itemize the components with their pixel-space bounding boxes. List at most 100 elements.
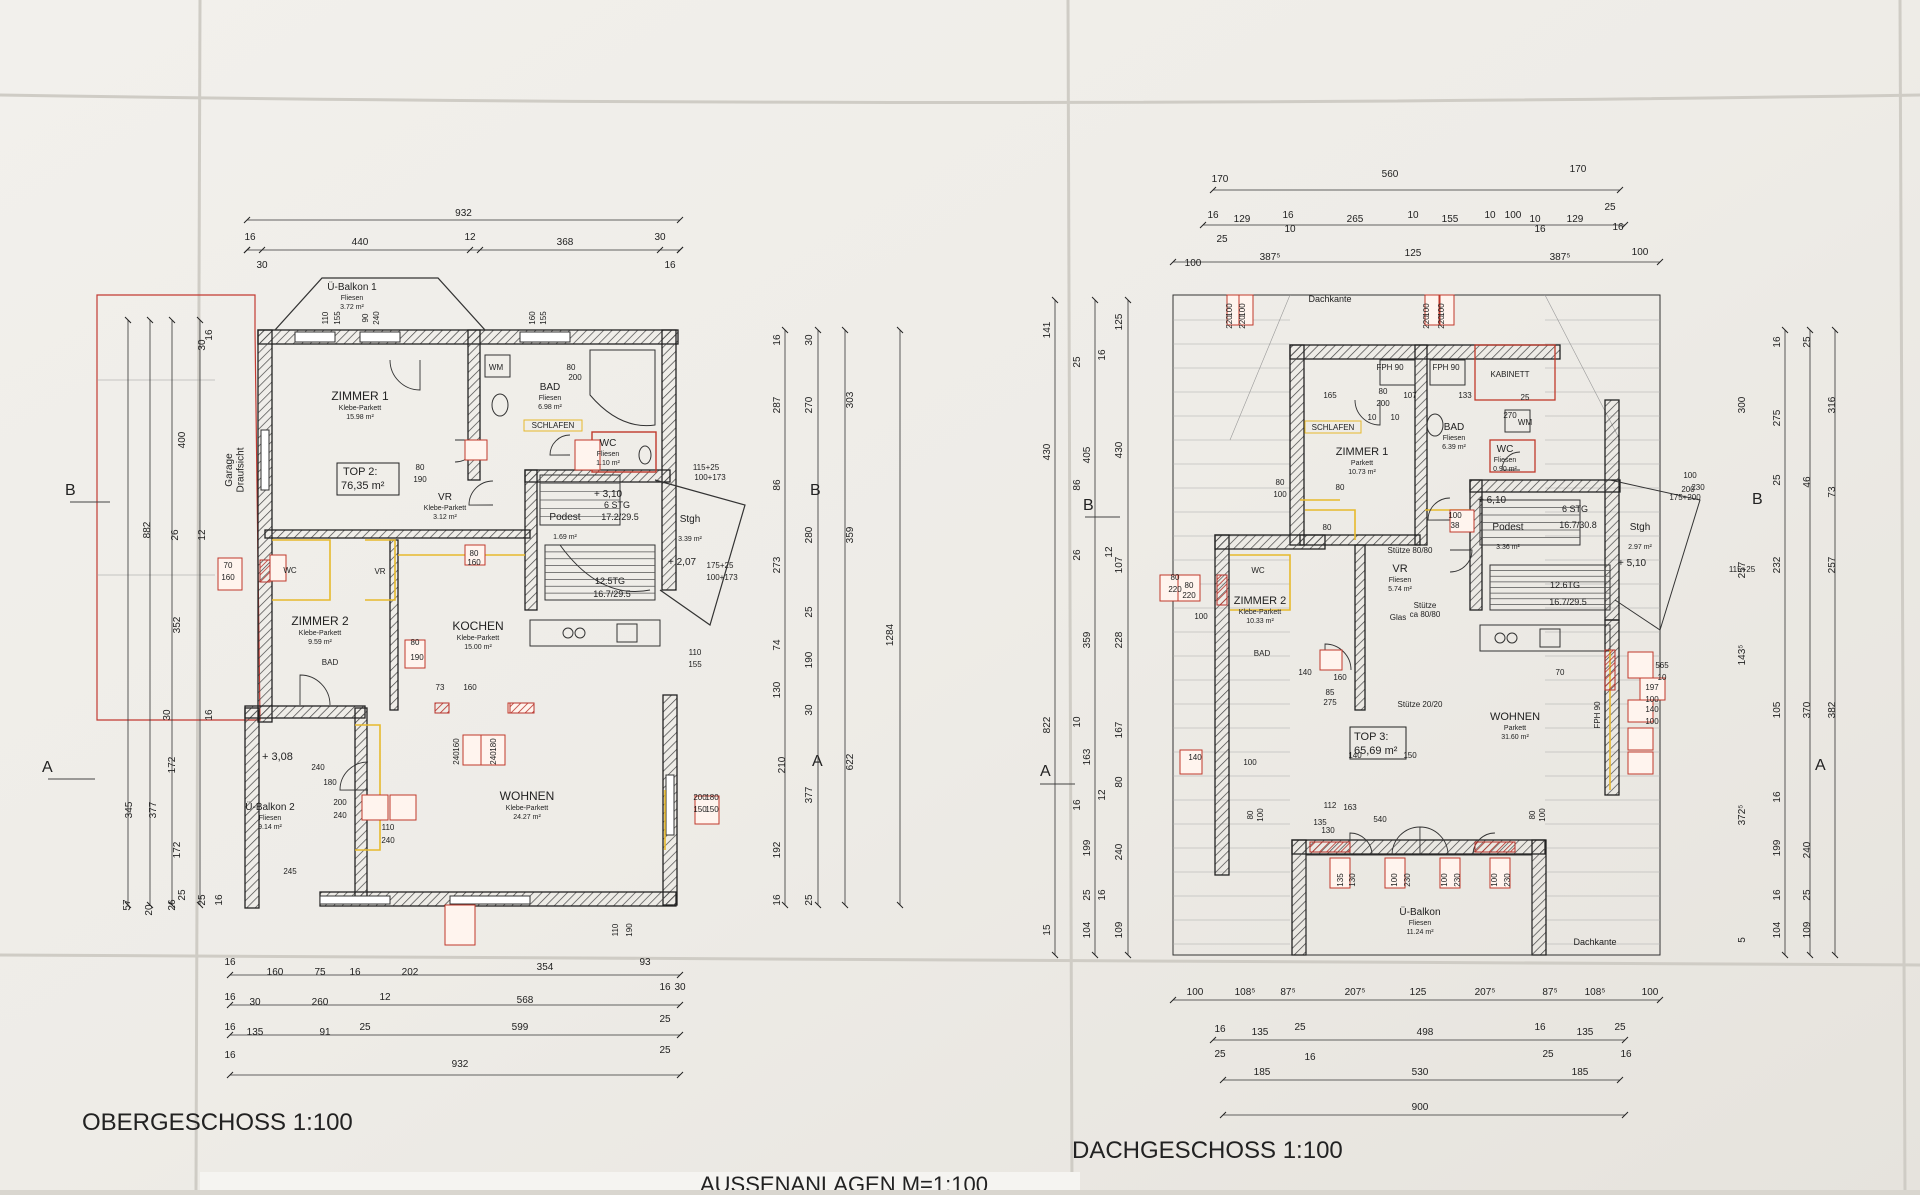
wall-zimmer2 (389, 539, 399, 711)
opening-dimension: 100 (1238, 303, 1247, 317)
dimension-value: 16 (1534, 1022, 1546, 1033)
room-area: 3.36 m² (1496, 544, 1520, 551)
opening-dimension: 155 (539, 311, 548, 325)
toilet (491, 393, 509, 417)
dimension-value: 10 (1484, 210, 1496, 221)
dimension-value: 155 (1442, 214, 1459, 225)
window (319, 895, 391, 905)
dimension-value: 25 (197, 894, 208, 906)
dimension-tick (1616, 186, 1624, 194)
dimension-value: 135 (247, 1027, 264, 1038)
dimension-tick (841, 901, 849, 909)
wall-stair-left (524, 469, 538, 611)
opening-size-box (1439, 857, 1461, 889)
roof-ridge (1229, 294, 1291, 441)
wall-left-upper (1289, 344, 1305, 546)
door-wc (549, 434, 571, 456)
balcony-door (1419, 826, 1449, 856)
stair-label: 6 STG (604, 500, 630, 510)
new-wall (509, 702, 535, 714)
opening-dimension: 540 (1373, 815, 1387, 824)
room-finish: Fliesen (341, 295, 364, 302)
opening-size-box (464, 544, 486, 566)
dimension-tick (1621, 1111, 1629, 1119)
dimension-value: 240 (1802, 841, 1813, 858)
fireplace-label: FPH 90 (1593, 701, 1602, 729)
dimension-value: 199 (1082, 839, 1093, 856)
level-marker: + 6,10 (1478, 495, 1507, 506)
room-name: WC (600, 438, 617, 449)
dimension-value: 882 (142, 521, 153, 538)
opening-size-box (1449, 509, 1475, 533)
dimension-value: 12 (197, 529, 208, 541)
dimension-value: 125 (1410, 987, 1427, 998)
opening-dimension: 230 (1453, 873, 1462, 887)
dimension-value: 185 (1254, 1067, 1271, 1078)
dimension-value: 359 (1082, 631, 1093, 648)
door-vr (1450, 549, 1473, 573)
dimension-value: 10 (1407, 210, 1419, 221)
dimension-value: 109 (1802, 921, 1813, 938)
opening-dimension: 220 (1422, 315, 1431, 329)
stove-icon (574, 627, 586, 639)
dimension-value: 25 (1772, 474, 1783, 486)
top-label: TOP 3: (1354, 731, 1388, 743)
dimension-value: 25 (659, 1014, 671, 1025)
opening-dimension: 240 (333, 811, 347, 820)
door-balcony (339, 761, 369, 791)
sink-icon (616, 623, 638, 643)
window (519, 331, 571, 343)
opening-size-box (361, 794, 389, 821)
top-area-box (336, 462, 400, 496)
opening-dimension: 10 (1368, 413, 1377, 422)
dimension-value: 30 (674, 982, 686, 993)
wall-zimmer-bad (1414, 344, 1428, 546)
opening-dimension: 270 (1503, 411, 1517, 420)
dimension-value: 16 (664, 260, 676, 271)
room-name: VR (1392, 563, 1407, 575)
dimension-value: 30 (654, 232, 666, 243)
dimension-value: 387⁵ (1260, 252, 1281, 263)
room-name: KOCHEN (452, 619, 503, 633)
dimension-value: 25 (804, 606, 815, 618)
room-finish: Parkett (1504, 725, 1526, 732)
stairwell-outline (654, 479, 746, 626)
dimension-tick (1124, 296, 1132, 304)
opening-dimension: 230 (1403, 873, 1412, 887)
opening-dimension: 100 (1390, 873, 1399, 887)
garage-annotation: GarageDraufsicht (224, 447, 247, 492)
opening-size-box (480, 734, 506, 766)
opening-dimension: 150 (705, 805, 719, 814)
dimension-value: 16 (224, 1022, 236, 1033)
dimension-value: 25 (1802, 336, 1813, 348)
opening-dimension: 100+173 (706, 573, 738, 582)
balcony-1-outline (274, 277, 486, 331)
dimension-value: 372⁵ (1737, 805, 1748, 826)
opening-dimension: 240 (489, 751, 498, 765)
wall-left-upper (257, 329, 273, 723)
dimension-tick (1051, 951, 1059, 959)
room-area: 15.98 m² (346, 414, 374, 421)
opening-dimension: 180 (489, 738, 498, 752)
opening-dimension: 135 (1313, 818, 1327, 827)
opening-dimension: 100+173 (694, 473, 726, 482)
opening-dimension: 10 (1391, 413, 1400, 422)
roof-edge-label: Dachkante (1308, 294, 1351, 304)
opening-dimension: 150 (693, 805, 707, 814)
fireplace (1429, 359, 1466, 386)
dimension-value: 135 (1252, 1027, 1269, 1038)
opening-dimension: 160 (467, 558, 481, 567)
dimension-value: 130 (772, 681, 783, 698)
dimension-value: 303 (845, 391, 856, 408)
dimension-tick (1831, 951, 1839, 959)
dimension-value: 16 (224, 1050, 236, 1061)
opening-dimension: 220 (1182, 591, 1196, 600)
dimension-tick (896, 326, 904, 334)
room-area: 6.98 m² (538, 404, 562, 411)
dimension-tick (814, 901, 822, 909)
room-finish: Klebe-Parkett (339, 405, 381, 412)
wall-right-upper (1604, 399, 1620, 621)
opening-dimension: 140 (1188, 753, 1202, 762)
opening-dimension: 130 (1348, 873, 1357, 887)
dimension-value: 25 (1214, 1049, 1226, 1060)
